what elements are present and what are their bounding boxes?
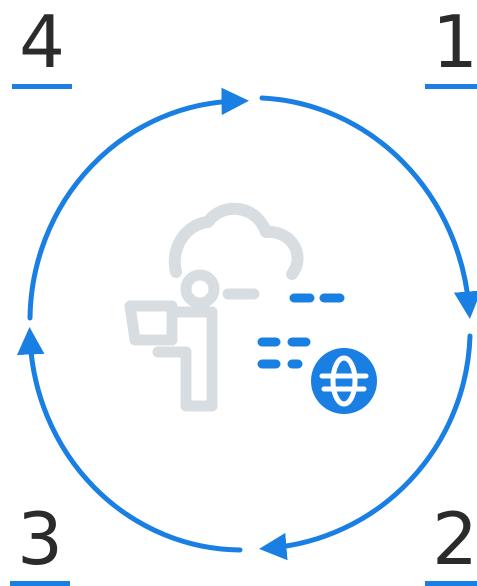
- step-1-underline: [425, 84, 477, 89]
- cycle-arrow-1-to-2: [259, 95, 477, 319]
- step-4-marker: 4: [12, 6, 72, 89]
- step-3-underline: [10, 581, 70, 586]
- cycle-arrow-2-to-3: [259, 333, 473, 561]
- step-2-marker: 2: [425, 503, 477, 586]
- step-3-number: 3: [17, 497, 63, 581]
- step-1-marker: 1: [425, 6, 477, 89]
- cycle-arrow-3-to-4: [16, 327, 243, 553]
- data-lines-icon: [257, 293, 345, 369]
- center-illustration: [124, 202, 377, 414]
- globe-icon: [311, 348, 377, 414]
- cloud-icon: [168, 202, 304, 280]
- step-2-underline: [425, 581, 477, 586]
- step-4-number: 4: [19, 0, 65, 84]
- step-1-number: 1: [432, 0, 477, 84]
- cycle-arrow-4-to-1: [27, 87, 249, 321]
- step-3-marker: 3: [10, 503, 70, 586]
- step-4-underline: [12, 84, 72, 89]
- person-icon: [124, 269, 260, 412]
- step-2-number: 2: [432, 497, 477, 581]
